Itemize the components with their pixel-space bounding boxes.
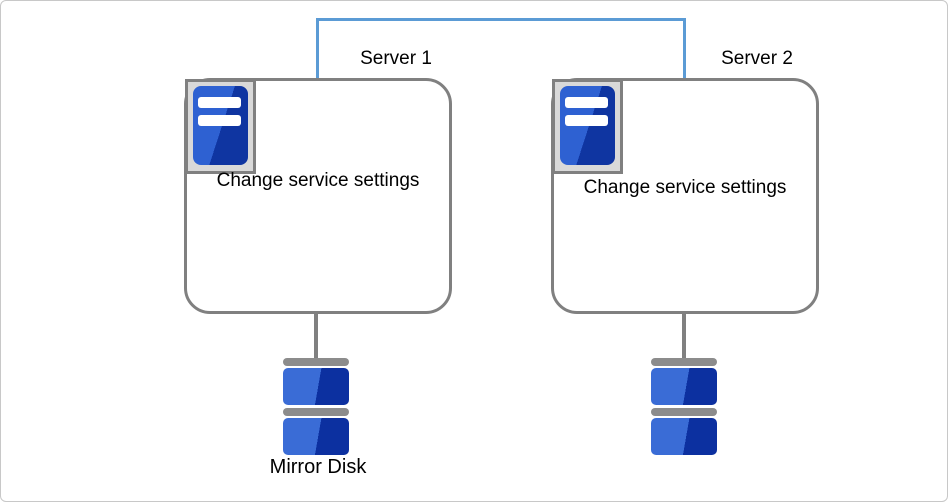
disk-platter	[651, 418, 717, 455]
disk-platter	[651, 368, 717, 405]
disk-stack-icon	[283, 358, 349, 455]
server2-disk-connector-line	[682, 312, 686, 361]
disk-cap	[651, 358, 717, 366]
server-drive-slot-icon	[565, 115, 608, 126]
server1-label: Server 1	[360, 48, 432, 69]
disk-cap	[283, 408, 349, 416]
disk-cap	[283, 358, 349, 366]
server-tower-body	[560, 86, 615, 165]
server-drive-slot-icon	[565, 97, 608, 108]
server2-box: Change service settings	[551, 78, 819, 314]
server-tower-body	[193, 86, 248, 165]
server-drive-slot-icon	[198, 97, 241, 108]
network-connector-line	[316, 18, 686, 78]
server-tower-icon	[185, 79, 256, 174]
server1-box: Change service settings	[184, 78, 452, 314]
disk-platter	[283, 418, 349, 455]
server1-disk-connector-line	[314, 312, 318, 361]
server2-service-settings-text: Change service settings	[583, 177, 787, 198]
mirror-disk-label: Mirror Disk	[269, 456, 367, 478]
server1-service-settings-text: Change service settings	[216, 170, 420, 191]
server-tower-icon	[552, 79, 623, 174]
server-drive-slot-icon	[198, 115, 241, 126]
disk-platter	[283, 368, 349, 405]
server2-label: Server 2	[721, 48, 793, 69]
disk-stack-icon	[651, 358, 717, 455]
disk-cap	[651, 408, 717, 416]
